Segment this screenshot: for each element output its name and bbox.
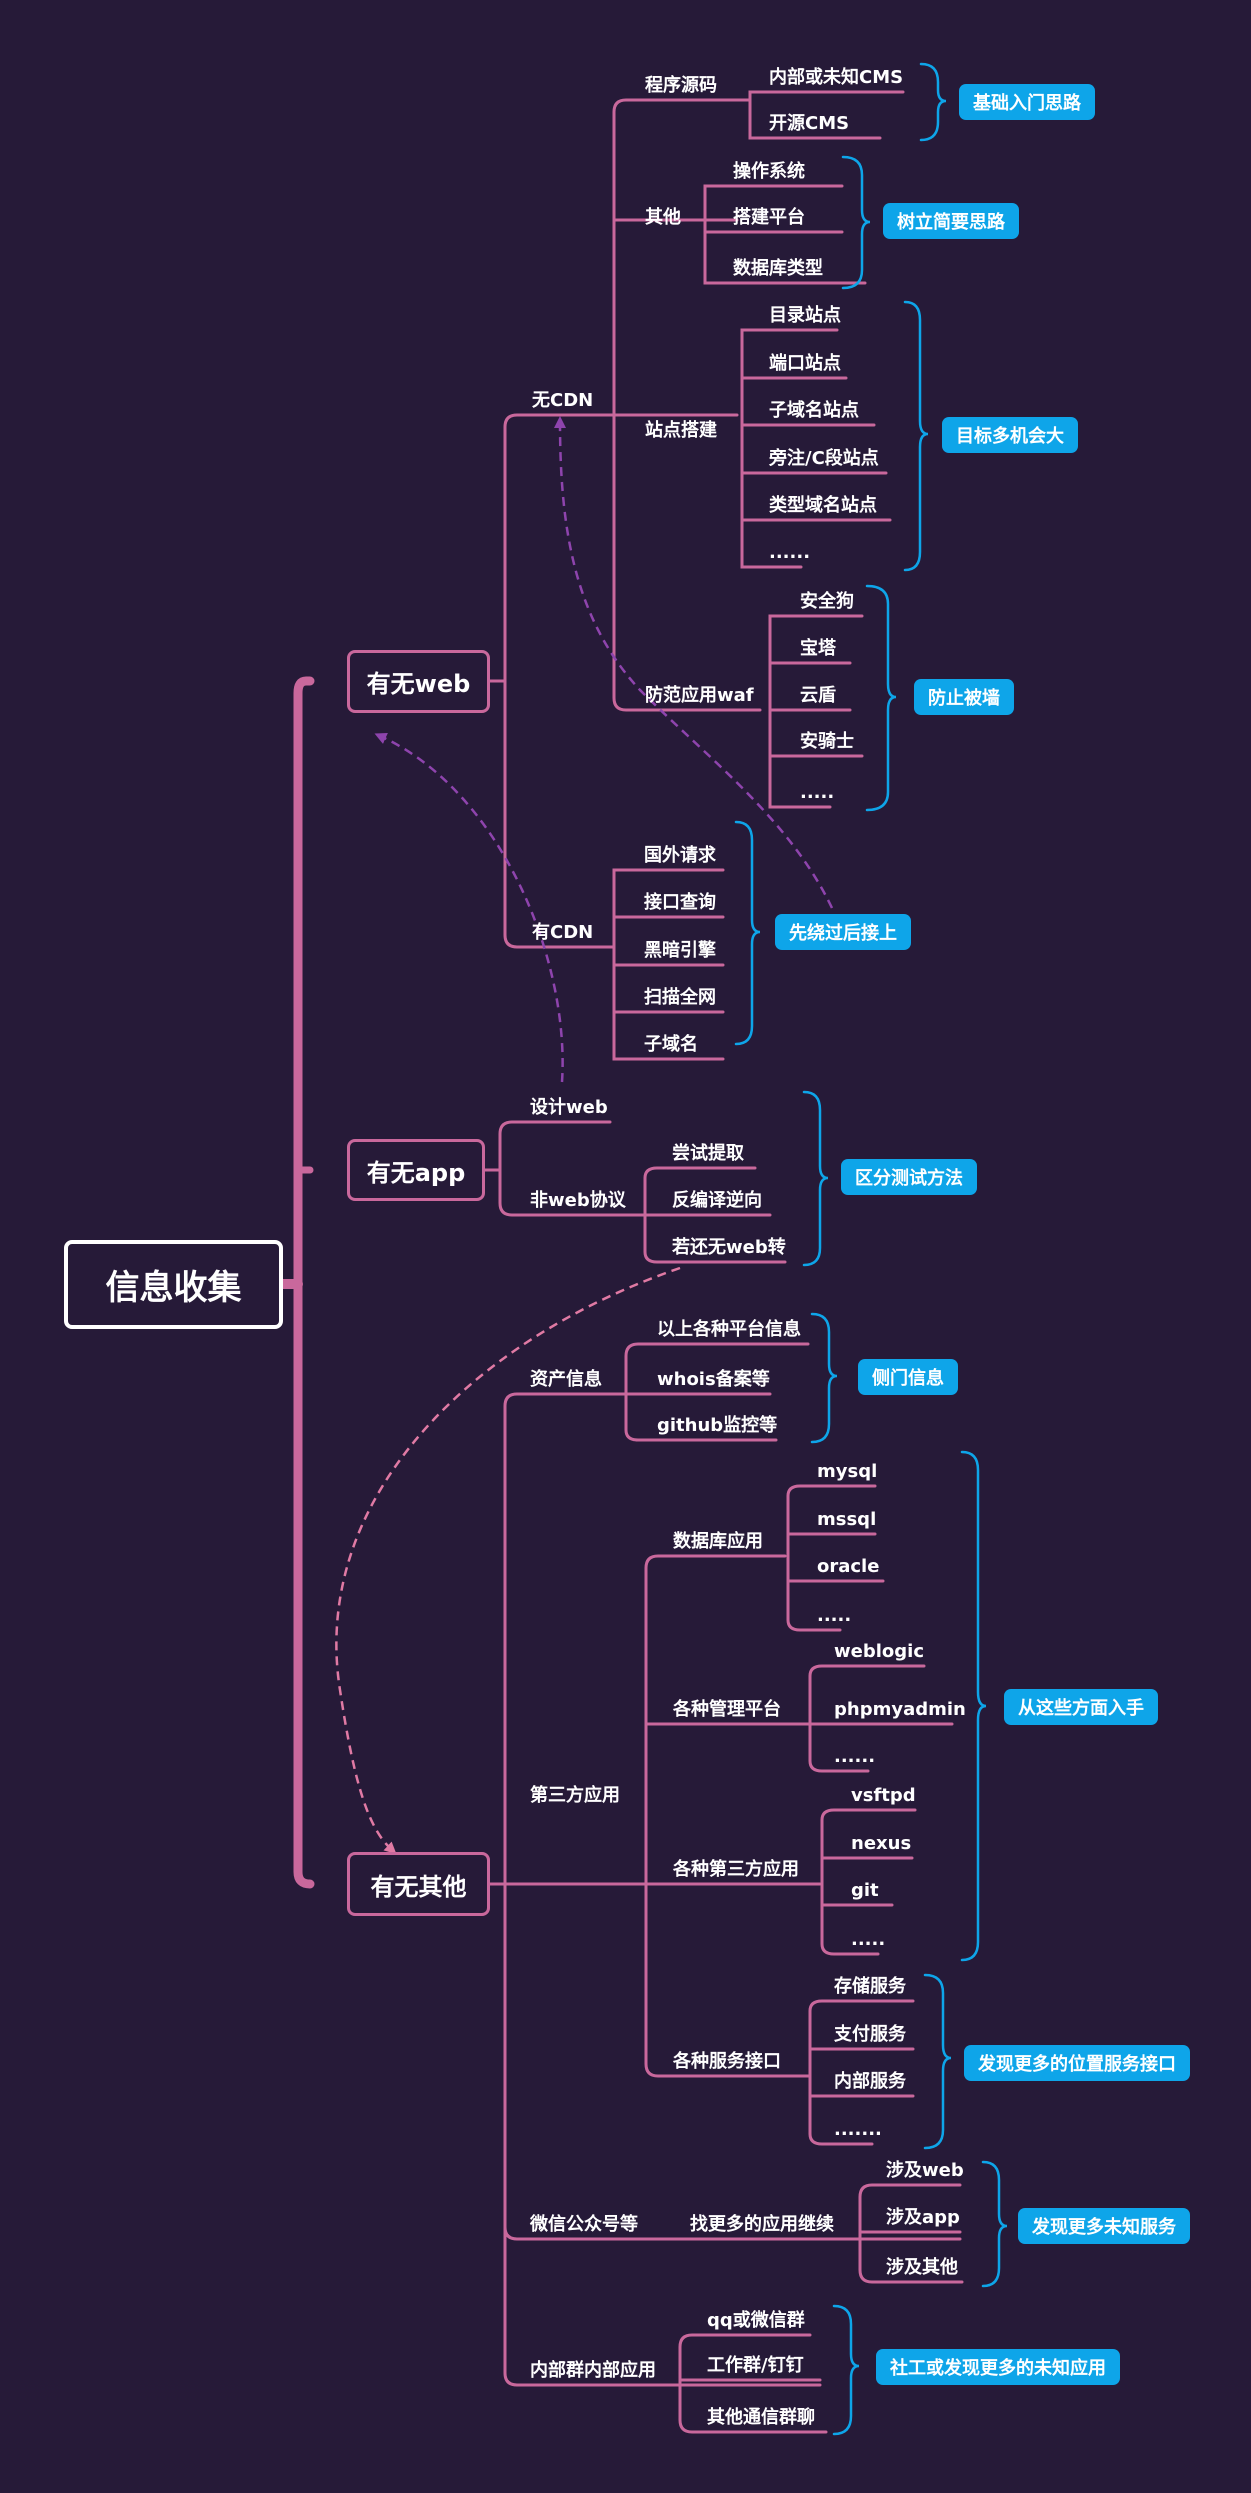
- note-cdn[interactable]: 先绕过后接上: [775, 914, 911, 950]
- leaf-group-0[interactable]: qq或微信群: [707, 2310, 805, 2331]
- leaf-group-2[interactable]: 其他通信群聊: [707, 2407, 815, 2428]
- leaf-asset-0[interactable]: 以上各种平台信息: [657, 1319, 801, 1340]
- node-group[interactable]: 内部群内部应用: [530, 2360, 656, 2381]
- note-third[interactable]: 从这些方面入手: [1004, 1689, 1158, 1725]
- root-spine: [278, 676, 315, 1889]
- leaf-waf-2[interactable]: 云盾: [800, 685, 836, 706]
- note-other[interactable]: 树立简要思路: [883, 203, 1019, 239]
- leaf-nonweb-2[interactable]: 若还无web转: [672, 1237, 786, 1258]
- node-mgmt[interactable]: 各种管理平台: [673, 1699, 781, 1720]
- node-third-apps[interactable]: 各种第三方应用: [673, 1859, 799, 1880]
- leaf-cdn-1[interactable]: 接口查询: [644, 892, 716, 913]
- leaf-cdn-0[interactable]: 国外请求: [644, 845, 716, 866]
- leaf-waf-0[interactable]: 安全狗: [800, 591, 854, 612]
- leaf-cdn-4[interactable]: 子域名: [644, 1034, 698, 1055]
- note-group[interactable]: 社工或发现更多的未知应用: [876, 2349, 1120, 2385]
- leaf-tp-1[interactable]: nexus: [851, 1833, 912, 1854]
- leaf-mgmt-1[interactable]: phpmyadmin: [834, 1699, 966, 1720]
- leaf-waf-1[interactable]: 宝塔: [800, 638, 836, 659]
- leaf-site-0[interactable]: 目录站点: [769, 305, 841, 326]
- leaf-source-1[interactable]: 开源CMS: [769, 113, 850, 134]
- node-cdn[interactable]: 有CDN: [532, 922, 594, 943]
- dashed-arrow-cdn-bypass: [554, 416, 834, 909]
- dashed-arrow-design-web: [374, 732, 564, 1083]
- leaf-site-5[interactable]: ......: [769, 542, 811, 563]
- leaf-waf-4[interactable]: .....: [800, 782, 835, 803]
- dashed-arrow-to-others: [335, 1266, 681, 1855]
- leaf-cdn-2[interactable]: 黑暗引擎: [644, 940, 716, 961]
- leaf-other-2[interactable]: 数据库类型: [733, 258, 823, 279]
- node-wechat[interactable]: 微信公众号等: [530, 2214, 638, 2235]
- leaf-tp-2[interactable]: git: [851, 1880, 879, 1901]
- main-node-app[interactable]: 有无app: [347, 1139, 485, 1201]
- note-nonweb[interactable]: 区分测试方法: [841, 1159, 977, 1195]
- node-wechat-mid[interactable]: 找更多的应用继续: [690, 2214, 834, 2235]
- note-wechat[interactable]: 发现更多未知服务: [1018, 2208, 1190, 2244]
- leaf-cdn-3[interactable]: 扫描全网: [644, 987, 716, 1008]
- leaf-mgmt-0[interactable]: weblogic: [834, 1641, 924, 1662]
- node-site[interactable]: 站点搭建: [645, 420, 717, 441]
- leaf-db-0[interactable]: mysql: [817, 1461, 878, 1482]
- main-node-other[interactable]: 有无其他: [347, 1852, 490, 1916]
- node-non-web[interactable]: 非web协议: [530, 1190, 626, 1211]
- note-asset[interactable]: 侧门信息: [858, 1359, 958, 1395]
- node-services[interactable]: 各种服务接口: [673, 2051, 781, 2072]
- leaf-source-0[interactable]: 内部或未知CMS: [769, 67, 904, 88]
- node-db-app[interactable]: 数据库应用: [673, 1531, 763, 1552]
- other-connectors: [488, 1342, 964, 2434]
- leaf-wechat-1[interactable]: 涉及app: [886, 2207, 960, 2228]
- root-node[interactable]: 信息收集: [64, 1240, 283, 1329]
- leaf-other-1[interactable]: 搭建平台: [733, 207, 805, 228]
- cross-links: [335, 416, 834, 1855]
- leaf-site-3[interactable]: 旁注/C段站点: [769, 448, 879, 469]
- web-connectors: [488, 90, 905, 1061]
- app-connectors: [483, 1120, 787, 1264]
- leaf-site-2[interactable]: 子域名站点: [769, 400, 859, 421]
- leaf-site-4[interactable]: 类型域名站点: [769, 495, 877, 516]
- leaf-svc-2[interactable]: 内部服务: [834, 2071, 906, 2092]
- leaf-nonweb-0[interactable]: 尝试提取: [672, 1143, 744, 1164]
- node-no-cdn[interactable]: 无CDN: [532, 390, 594, 411]
- main-node-web[interactable]: 有无web: [347, 650, 490, 713]
- node-asset[interactable]: 资产信息: [530, 1369, 602, 1390]
- note-waf[interactable]: 防止被墙: [914, 679, 1014, 715]
- node-other[interactable]: 其他: [645, 207, 681, 228]
- node-source-code[interactable]: 程序源码: [645, 75, 717, 96]
- leaf-mgmt-2[interactable]: ......: [834, 1746, 876, 1767]
- leaf-other-0[interactable]: 操作系统: [733, 161, 805, 182]
- note-services[interactable]: 发现更多的位置服务接口: [964, 2045, 1190, 2081]
- leaf-db-3[interactable]: .....: [817, 1605, 852, 1626]
- node-third-party[interactable]: 第三方应用: [530, 1785, 620, 1806]
- leaf-db-2[interactable]: oracle: [817, 1556, 880, 1577]
- leaf-wechat-0[interactable]: 涉及web: [886, 2160, 964, 2181]
- leaf-db-1[interactable]: mssql: [817, 1509, 877, 1530]
- leaf-asset-2[interactable]: github监控等: [657, 1415, 778, 1436]
- leaf-tp-0[interactable]: vsftpd: [851, 1785, 916, 1806]
- leaf-group-1[interactable]: 工作群/钉钉: [707, 2355, 804, 2376]
- note-source[interactable]: 基础入门思路: [959, 84, 1095, 120]
- leaf-asset-1[interactable]: whois备案等: [657, 1369, 770, 1390]
- summary-braces: [734, 62, 1008, 2436]
- leaf-nonweb-1[interactable]: 反编译逆向: [672, 1190, 762, 1211]
- leaf-site-1[interactable]: 端口站点: [769, 353, 841, 374]
- leaf-tp-3[interactable]: .....: [851, 1929, 886, 1950]
- node-design-web[interactable]: 设计web: [530, 1097, 608, 1118]
- leaf-wechat-2[interactable]: 涉及其他: [886, 2257, 958, 2278]
- leaf-waf-3[interactable]: 安骑士: [800, 731, 854, 752]
- note-site[interactable]: 目标多机会大: [942, 417, 1078, 453]
- leaf-svc-0[interactable]: 存储服务: [834, 1976, 906, 1997]
- leaf-svc-1[interactable]: 支付服务: [834, 2024, 906, 2045]
- leaf-svc-3[interactable]: .......: [834, 2119, 882, 2140]
- node-waf[interactable]: 防范应用waf: [645, 685, 754, 706]
